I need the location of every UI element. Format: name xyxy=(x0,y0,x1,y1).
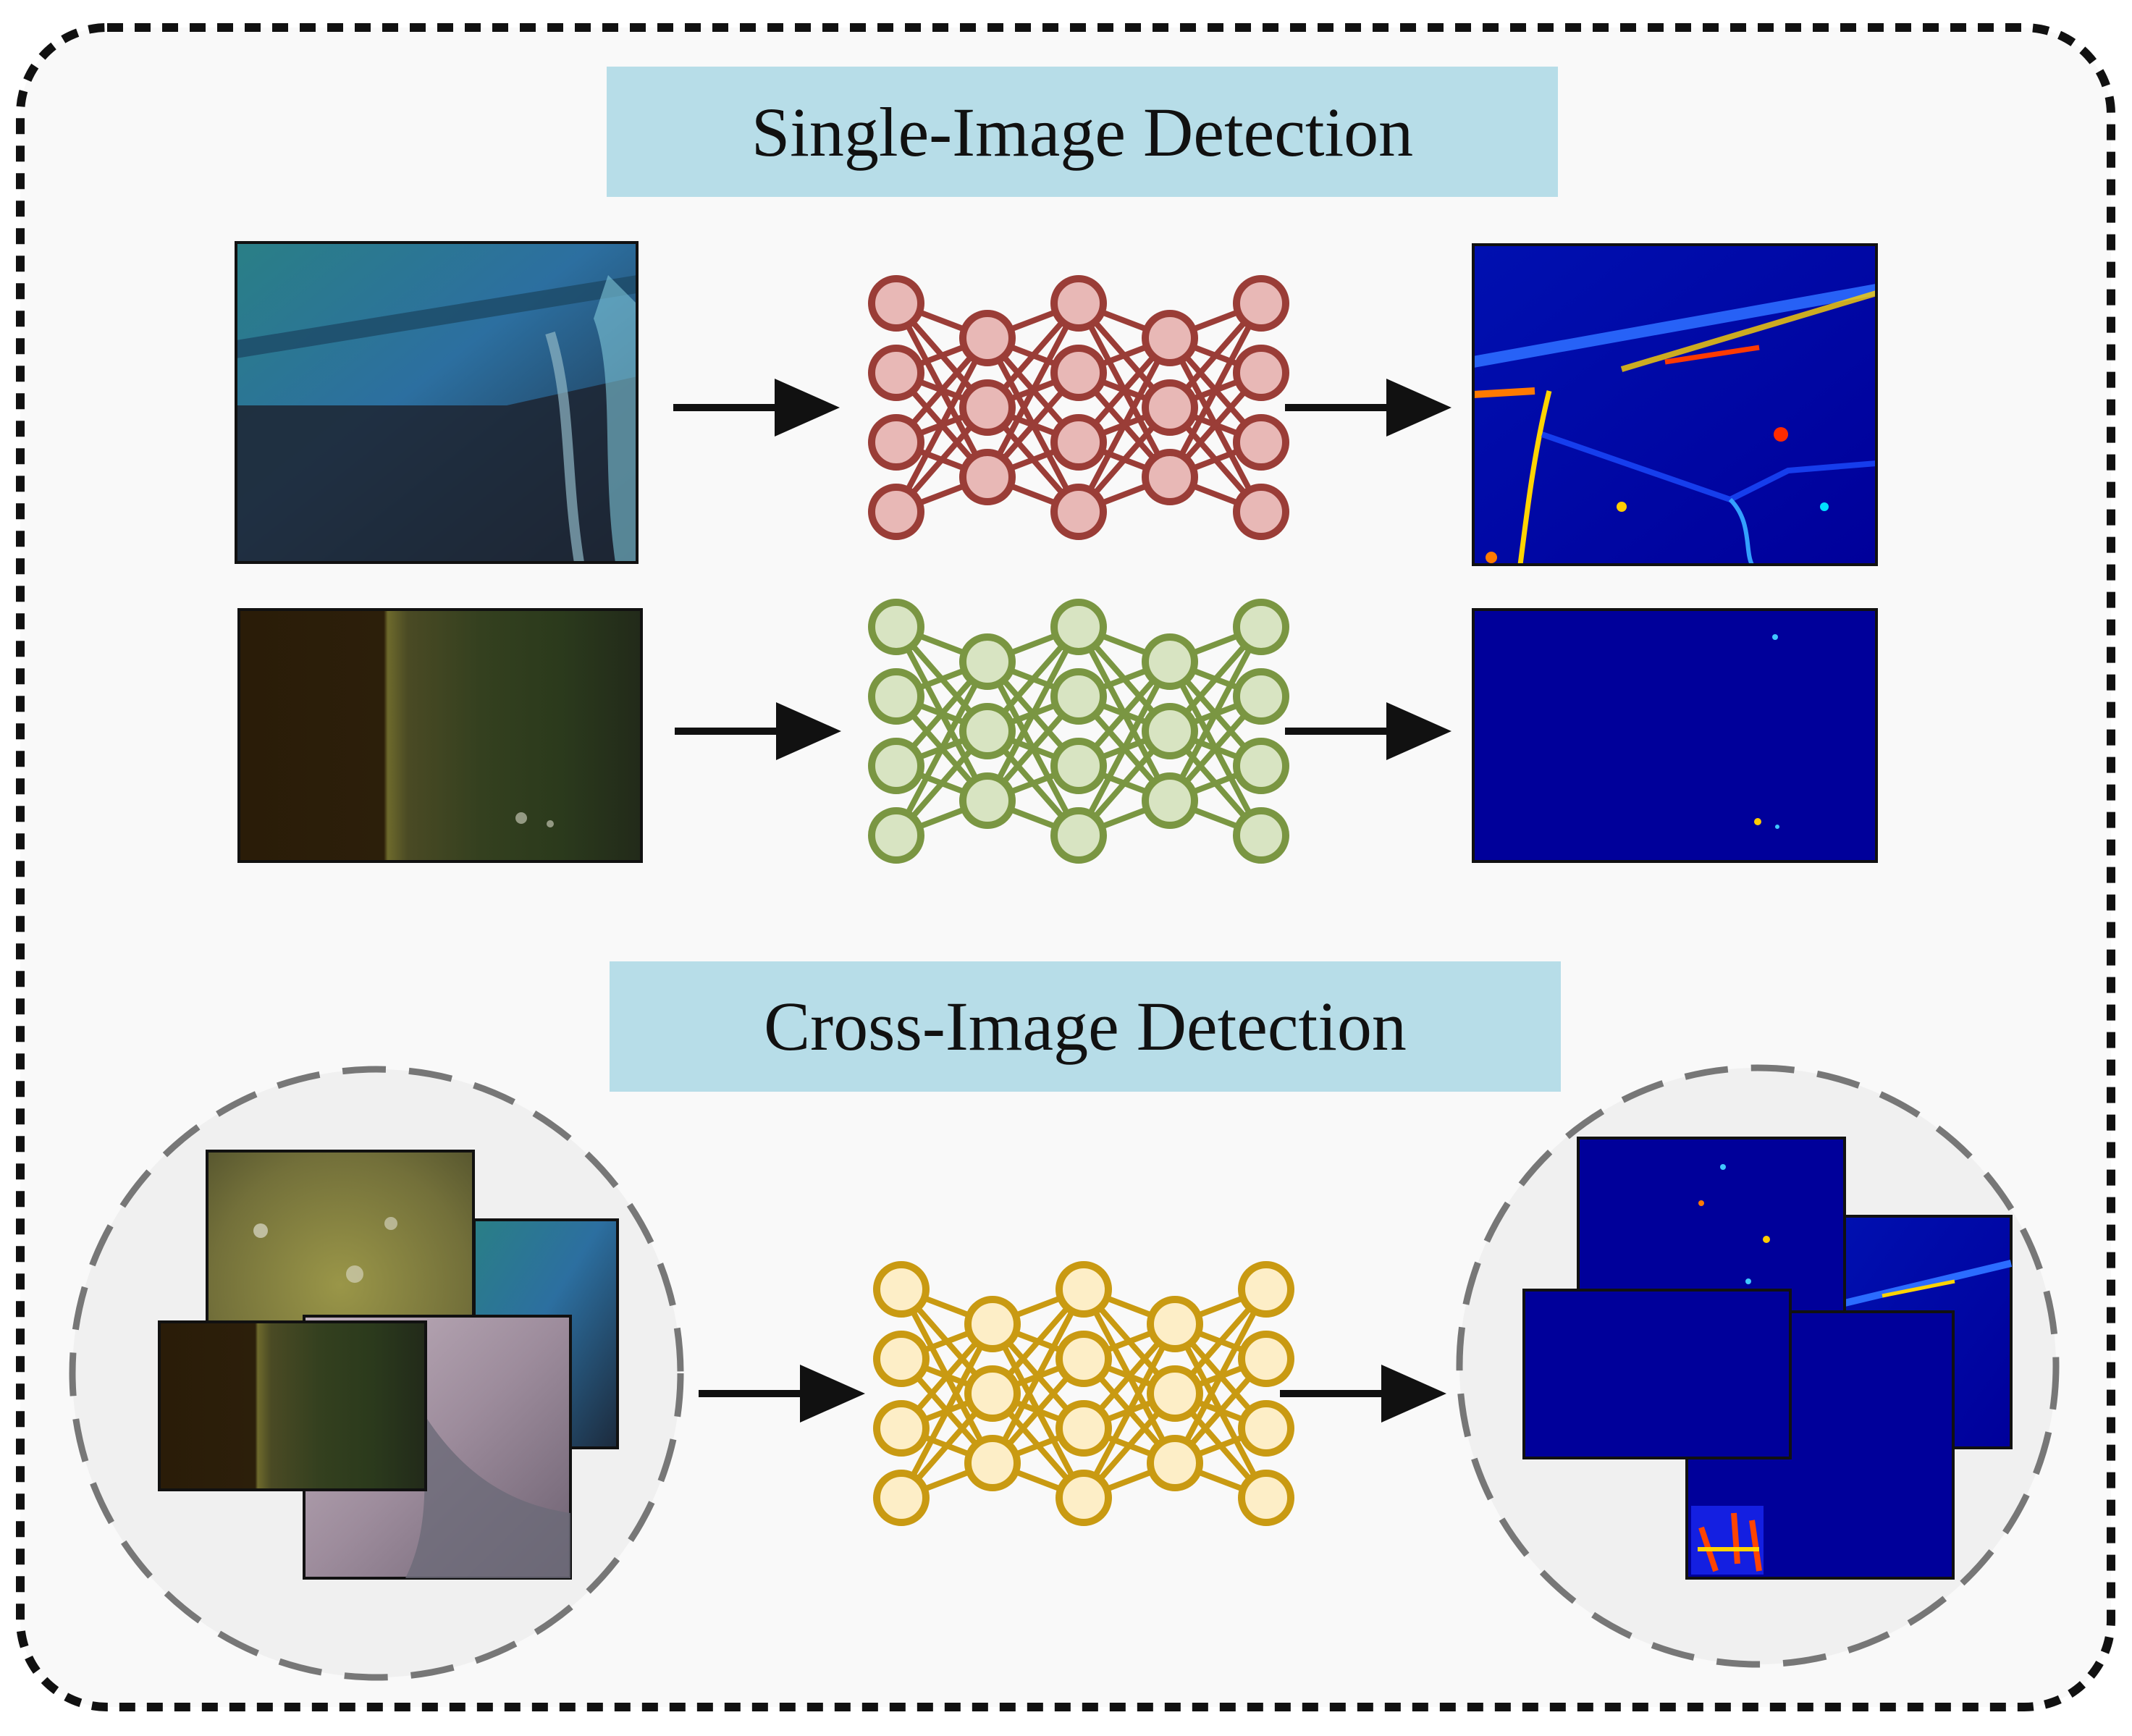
network-connection xyxy=(893,660,990,837)
network-connection xyxy=(985,625,1082,802)
network-node xyxy=(1056,1261,1112,1318)
stacked-output-heatmaps xyxy=(1522,1137,2013,1580)
arrow-icon xyxy=(699,1365,865,1423)
network-node xyxy=(1050,599,1107,655)
network-node xyxy=(1050,807,1107,864)
network-node xyxy=(964,1435,1021,1491)
network-node xyxy=(1056,1400,1112,1457)
network-connection xyxy=(1167,625,1264,802)
stacked-input-images xyxy=(158,1150,619,1580)
network-connection xyxy=(1167,302,1264,479)
network-node xyxy=(1050,345,1107,401)
arrow-icon xyxy=(1285,379,1451,437)
network-icon xyxy=(873,1261,1294,1526)
network-node xyxy=(1142,633,1198,690)
network-icon xyxy=(868,599,1289,864)
output-heatmap-sparse xyxy=(1472,608,1878,863)
network-node xyxy=(868,738,924,794)
single-title: Single-Image Detection xyxy=(751,93,1413,171)
network-node xyxy=(1238,1331,1294,1387)
cross-title: Cross-Image Detection xyxy=(764,987,1407,1065)
single-image-section: Single-Image Detection xyxy=(235,67,1878,864)
network-connection xyxy=(1076,337,1173,513)
network-connection xyxy=(990,1288,1087,1465)
network-connection xyxy=(893,337,990,513)
network-node xyxy=(873,1331,930,1387)
network-node xyxy=(1050,275,1107,332)
network-node xyxy=(1056,1470,1112,1526)
network-node xyxy=(959,633,1016,690)
network-node xyxy=(1233,345,1289,401)
input-image-dark-field xyxy=(237,608,643,863)
network-icon xyxy=(868,275,1289,540)
network-node xyxy=(1233,484,1289,540)
network-node xyxy=(1238,1470,1294,1526)
network-node xyxy=(959,310,1016,366)
network-node xyxy=(1147,1435,1203,1491)
network-node xyxy=(868,668,924,725)
network-node xyxy=(1142,703,1198,759)
network-node xyxy=(1142,772,1198,829)
network-node xyxy=(1056,1331,1112,1387)
network-node xyxy=(1050,484,1107,540)
network-node xyxy=(1147,1296,1203,1352)
network-node xyxy=(868,345,924,401)
network-node xyxy=(1233,668,1289,725)
network-node xyxy=(1050,738,1107,794)
network-node xyxy=(1233,414,1289,471)
single-title-band xyxy=(607,67,1558,197)
arrow-icon xyxy=(673,379,840,437)
network-node xyxy=(1050,668,1107,725)
network-node xyxy=(1233,807,1289,864)
network-node xyxy=(1238,1400,1294,1457)
network-node xyxy=(1233,275,1289,332)
network-node xyxy=(1142,449,1198,505)
network-node xyxy=(959,703,1016,759)
network-node xyxy=(1142,310,1198,366)
arrow-icon xyxy=(1285,702,1451,760)
network-connection xyxy=(898,1323,995,1499)
network-node xyxy=(959,379,1016,436)
network-connection xyxy=(985,302,1082,479)
network-node xyxy=(873,1470,930,1526)
arrow-icon xyxy=(675,702,841,760)
network-node xyxy=(964,1296,1021,1352)
network-node xyxy=(1147,1365,1203,1422)
cross-title-band xyxy=(610,961,1561,1092)
output-heatmap-detailed xyxy=(1472,243,1878,566)
cross-image-section: Cross-Image Detection xyxy=(69,961,2060,1681)
network-node xyxy=(1142,379,1198,436)
network-connection xyxy=(1081,1323,1178,1499)
network-node xyxy=(868,414,924,471)
network-node xyxy=(1238,1261,1294,1318)
network-connection xyxy=(1172,1288,1269,1465)
network-node xyxy=(959,772,1016,829)
network-node xyxy=(1233,599,1289,655)
network-node xyxy=(868,484,924,540)
network-node xyxy=(873,1400,930,1457)
network-node xyxy=(1050,414,1107,471)
network-node xyxy=(868,275,924,332)
network-node xyxy=(868,807,924,864)
network-node xyxy=(959,449,1016,505)
network-node xyxy=(868,599,924,655)
network-node xyxy=(964,1365,1021,1422)
network-node xyxy=(873,1261,930,1318)
network-connection xyxy=(1076,660,1173,837)
arrow-icon xyxy=(1280,1365,1446,1423)
network-node xyxy=(1233,738,1289,794)
input-image-satellite xyxy=(235,241,639,564)
